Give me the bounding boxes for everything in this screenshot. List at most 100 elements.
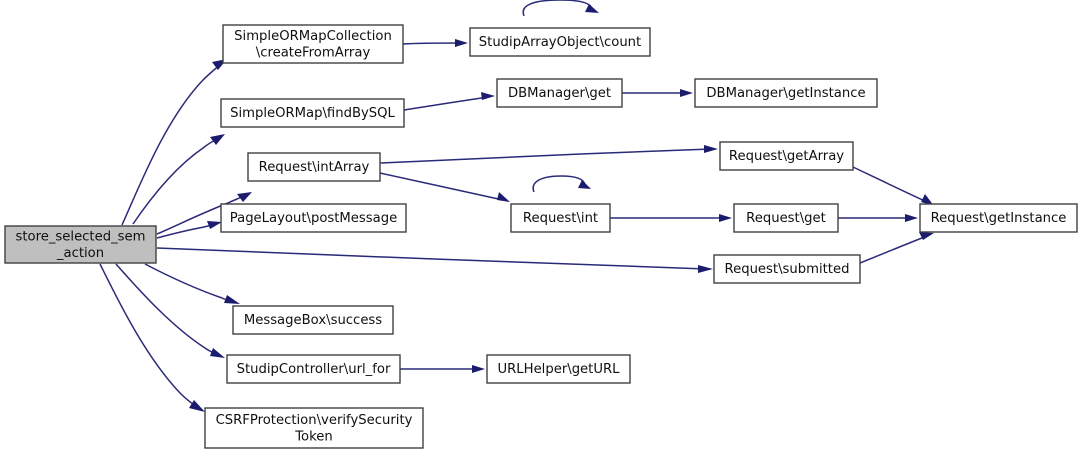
- node-box[interactable]: [486, 354, 631, 384]
- graph-edge: [156, 247, 713, 273]
- node-box[interactable]: [496, 78, 623, 108]
- graph-node-simpleormapcollection-createfromarray[interactable]: SimpleORMapCollection\createFromArray: [222, 24, 404, 64]
- edge-path: [121, 63, 222, 226]
- graph-edge: [132, 134, 225, 225]
- graph-node-dbmanager-getinstance[interactable]: DBManager\getInstance: [694, 78, 878, 108]
- edge-path: [859, 235, 928, 264]
- node-box[interactable]: [510, 203, 611, 233]
- graph-node-studipcontroller-url-for[interactable]: StudipController\url_for: [226, 354, 401, 384]
- edge-path: [402, 42, 461, 45]
- node-label: _action: [56, 246, 104, 261]
- node-box[interactable]: [226, 354, 401, 384]
- edge-path: [403, 96, 489, 111]
- node-label: Request\get: [746, 211, 826, 226]
- graph-node-studiparrayobject-count[interactable]: StudipArrayObject\count: [469, 27, 651, 57]
- graph-edge: [144, 263, 240, 304]
- node-box[interactable]: [469, 27, 651, 57]
- graph-node-pagelayout-postmessage[interactable]: PageLayout\postMessage: [220, 203, 407, 233]
- graph-node-request-intarray[interactable]: Request\intArray: [247, 152, 381, 182]
- graph-edge: [610, 214, 732, 222]
- node-label: SimpleORMapCollection: [234, 29, 392, 44]
- arrowhead-icon: [207, 221, 222, 229]
- edge-path: [852, 166, 928, 203]
- node-label: Request\submitted: [725, 262, 850, 277]
- graph-edge: [156, 192, 252, 235]
- edge-path: [144, 263, 235, 303]
- edge-path: [379, 172, 504, 201]
- arrowhead-icon: [455, 39, 468, 47]
- edge-path: [379, 148, 712, 164]
- edge-path: [156, 247, 707, 270]
- node-label: PageLayout\postMessage: [230, 211, 397, 226]
- graph-edge: [859, 232, 934, 264]
- arrowhead-icon: [189, 400, 205, 412]
- node-box[interactable]: [713, 254, 861, 284]
- graph-edge: [379, 145, 718, 164]
- arrowhead-icon: [919, 232, 934, 240]
- edge-path: [115, 263, 219, 356]
- node-box[interactable]: [220, 98, 405, 128]
- graph-edge: [115, 263, 225, 358]
- edge-path: [156, 223, 217, 239]
- node-box[interactable]: [694, 78, 878, 108]
- arrowhead-icon: [224, 295, 240, 304]
- edges-layer: [99, 0, 934, 412]
- node-box[interactable]: [232, 305, 394, 335]
- graph-node-request-get[interactable]: Request\get: [733, 203, 839, 233]
- node-box[interactable]: [719, 141, 854, 171]
- node-label: Request\getArray: [729, 149, 844, 164]
- arrowhead-icon: [210, 134, 225, 145]
- graph-edge: [156, 221, 222, 239]
- graph-edge: [852, 166, 934, 206]
- arrowhead-icon: [472, 365, 485, 373]
- graph-node-dbmanager-get[interactable]: DBManager\get: [496, 78, 623, 108]
- arrowhead-icon: [237, 192, 252, 202]
- graph-node-request-getinstance[interactable]: Request\getInstance: [919, 203, 1078, 233]
- graph-node-messagebox-success[interactable]: MessageBox\success: [232, 305, 394, 335]
- graph-edge: [532, 175, 591, 193]
- graph-node-request-int[interactable]: Request\int: [510, 203, 611, 233]
- edge-path: [132, 137, 220, 225]
- arrowhead-icon: [680, 89, 693, 97]
- arrowhead-icon: [585, 4, 599, 13]
- graph-edge: [400, 365, 485, 373]
- node-label: Request\intArray: [259, 160, 370, 175]
- graph-node-urlhelper-geturl[interactable]: URLHelper\getURL: [486, 354, 631, 384]
- node-box[interactable]: [220, 203, 407, 233]
- node-label: URLHelper\getURL: [497, 362, 620, 377]
- graph-edge: [403, 92, 495, 111]
- node-label: Request\int: [523, 211, 598, 226]
- arrowhead-icon: [704, 145, 718, 153]
- node-label: CSRFProtection\verifySecurity: [216, 413, 413, 428]
- node-box[interactable]: [733, 203, 839, 233]
- self-loop-edge-path: [522, 0, 593, 17]
- node-label: DBManager\get: [508, 86, 611, 101]
- node-label: StudipArrayObject\count: [479, 35, 641, 50]
- graph-edge: [99, 263, 205, 412]
- graph-node-simpleormap-findbysql[interactable]: SimpleORMap\findBySQL: [220, 98, 405, 128]
- graph-node-request-getarray[interactable]: Request\getArray: [719, 141, 854, 171]
- node-box[interactable]: [919, 203, 1078, 233]
- node-label: Request\getInstance: [931, 211, 1067, 226]
- node-box[interactable]: [222, 24, 404, 64]
- nodes-layer: store_selected_sem_action SimpleORMapColl…: [4, 24, 1078, 449]
- graph-edge: [838, 214, 918, 222]
- arrowhead-icon: [497, 192, 510, 202]
- graph-edge: [522, 0, 599, 17]
- node-label: StudipController\url_for: [237, 362, 391, 377]
- graph-node-request-submitted[interactable]: Request\submitted: [713, 254, 861, 284]
- node-box[interactable]: [204, 407, 424, 449]
- arrowhead-icon: [698, 265, 713, 273]
- node-label: SimpleORMap\findBySQL: [230, 106, 395, 121]
- node-box[interactable]: [4, 225, 157, 264]
- graph-edge: [402, 39, 468, 47]
- graph-edge: [379, 172, 510, 202]
- self-loop-edge-path: [532, 175, 586, 193]
- graph-node-store-selected-sem-action[interactable]: store_selected_sem_action: [4, 225, 157, 264]
- node-label: DBManager\getInstance: [706, 86, 865, 101]
- node-box[interactable]: [247, 152, 381, 182]
- arrowhead-icon: [481, 92, 495, 100]
